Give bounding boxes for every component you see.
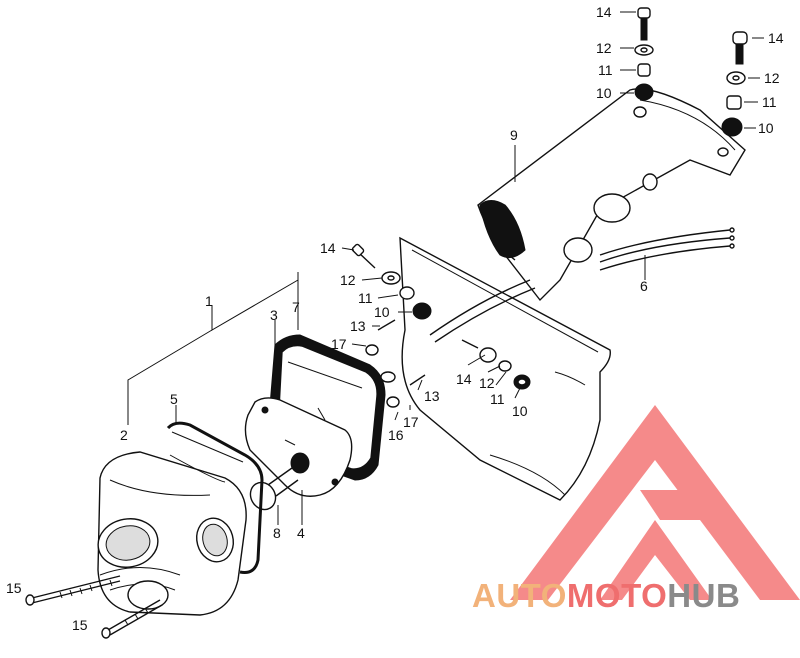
label-12-mid: 12 <box>340 272 356 288</box>
label-8: 8 <box>273 525 281 541</box>
label-10-top-right: 10 <box>758 120 774 136</box>
label-6: 6 <box>640 278 648 294</box>
label-1: 1 <box>205 293 213 309</box>
label-12-right: 12 <box>479 375 495 391</box>
label-9: 9 <box>510 127 518 143</box>
leader-lines <box>127 11 764 525</box>
label-11-top-right: 11 <box>762 94 777 110</box>
bulb <box>249 467 299 511</box>
license-plate-bracket <box>399 88 746 501</box>
label-7: 7 <box>292 299 300 315</box>
long-screws <box>25 575 163 639</box>
watermark-moto: MOTO <box>567 577 667 614</box>
watermark-logo <box>510 405 800 600</box>
taillight-housing <box>97 451 247 616</box>
label-10-right: 10 <box>512 403 528 419</box>
logo-mark-icon <box>510 405 800 600</box>
label-15-upper: 15 <box>6 580 22 596</box>
label-12-top-left: 12 <box>596 40 612 56</box>
label-13-mid: 13 <box>350 318 366 334</box>
label-12-top-right: 12 <box>764 70 780 86</box>
label-16: 16 <box>388 427 404 443</box>
label-14-top-right: 14 <box>768 30 784 46</box>
label-3: 3 <box>270 307 278 323</box>
label-10-top-left: 10 <box>596 85 612 101</box>
label-15-lower: 15 <box>72 617 88 633</box>
label-17-mid: 17 <box>331 336 347 352</box>
label-14-mid: 14 <box>320 240 336 256</box>
label-14-right: 14 <box>456 371 472 387</box>
watermark-hub: HUB <box>667 577 740 614</box>
watermark-text: AUTOMOTOHUB <box>472 577 740 614</box>
watermark-auto: AUTO <box>472 577 567 614</box>
label-17-lower: 17 <box>403 414 419 430</box>
hardware-stack-top-right <box>721 31 748 137</box>
label-5: 5 <box>170 391 178 407</box>
socket-base <box>244 397 353 497</box>
label-10-mid: 10 <box>374 304 390 320</box>
part-labels: 1 2 3 4 5 6 7 8 9 14 12 11 10 14 12 11 1… <box>6 4 784 633</box>
label-2: 2 <box>120 427 128 443</box>
label-11-right: 11 <box>490 391 505 407</box>
label-13-lower: 13 <box>424 388 440 404</box>
label-14-top-left: 14 <box>596 4 612 20</box>
hardware-stack-mid <box>351 243 512 408</box>
housing-gasket <box>166 421 264 574</box>
label-11-top-left: 11 <box>598 62 613 78</box>
hardware-stack-top-left <box>634 7 654 101</box>
label-11-mid: 11 <box>358 290 373 306</box>
wire-harness <box>429 227 735 343</box>
label-4: 4 <box>297 525 305 541</box>
